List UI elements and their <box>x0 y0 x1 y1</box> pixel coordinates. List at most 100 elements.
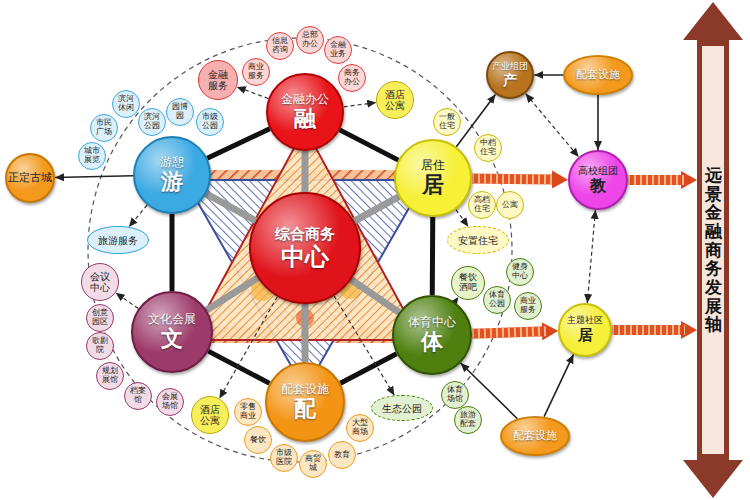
node-label: 城市展览 <box>84 147 101 165</box>
spoke-connector <box>354 197 399 221</box>
band-stripes <box>472 178 556 179</box>
spoke-line <box>207 278 258 310</box>
text-group: 城市展览 <box>84 147 101 165</box>
node-label: 安置住宅 <box>458 235 498 246</box>
node-label: 商业服务 <box>520 297 537 315</box>
cluster-circle: 高校组团教 <box>568 150 628 210</box>
node-label: 金融办公 <box>281 93 329 106</box>
node-sign: 中心 <box>281 244 329 270</box>
band-stripes <box>612 325 685 335</box>
spoke-line <box>351 280 399 313</box>
node-label: 商务办公 <box>344 69 361 87</box>
node-label: 歌剧院 <box>92 337 109 355</box>
facility-bubble: 健身中心 <box>506 258 534 286</box>
cluster-circle: 产业组团产 <box>486 51 535 100</box>
text-group: 游憩游 <box>160 156 184 194</box>
band-connector <box>628 180 685 181</box>
solid-connector <box>544 354 573 416</box>
node-label: 大型商场 <box>352 419 369 437</box>
facility-bubble: 总部办公 <box>296 26 324 54</box>
facility-bubble: 市级医院 <box>270 444 298 472</box>
band-stripes <box>628 175 685 185</box>
facility-bubble: 档案馆 <box>124 382 152 410</box>
facility-bubble: 滨河公园 <box>138 108 166 136</box>
text-group: 会议中心 <box>90 271 111 293</box>
band-arrow-line <box>472 331 546 333</box>
node-label: 市民广场 <box>96 119 113 137</box>
text-group: 信息咨询 <box>272 37 289 55</box>
spoke-connector <box>207 278 258 310</box>
spoke-connector <box>206 194 256 221</box>
node-label: 配套设施 <box>281 383 329 396</box>
band-connector <box>472 178 556 179</box>
text-group: 金融业务 <box>330 41 347 59</box>
dashed-arrow-line <box>116 293 139 309</box>
node-label: 高校组团 <box>578 165 618 176</box>
dashed-arrow-line <box>526 94 579 157</box>
function-circle: 居住居 <box>394 139 472 217</box>
text-group: 公寓 <box>502 201 518 210</box>
axis-panel <box>702 46 724 454</box>
text-group: 大型商场 <box>352 419 369 437</box>
node-label: 体育场馆 <box>447 386 464 404</box>
node-label: 游憩 <box>160 156 184 169</box>
text-group: 市级公园 <box>202 113 219 131</box>
text-group: 生态公园 <box>382 403 422 414</box>
facility-bubble: 滨河休闲 <box>112 90 140 118</box>
function-circle: 体育中心体 <box>392 295 472 375</box>
node-label: 文化会展 <box>148 313 196 326</box>
node-label: 配套设施 <box>576 69 620 81</box>
facility-bubble: 生态公园 <box>371 395 433 421</box>
text-group: 档案馆 <box>130 387 147 405</box>
node-label: 旅游配套 <box>460 411 477 429</box>
text-group: 园博园 <box>172 103 189 121</box>
spoke-connector <box>305 151 306 192</box>
facility-bubble: 创意园区 <box>86 304 114 332</box>
node-sign: 教 <box>590 177 606 195</box>
facility-bubble: 公寓 <box>496 191 524 219</box>
dashed-arrow-line <box>334 296 394 396</box>
facility-bubble: 商贸城 <box>299 450 327 478</box>
node-label: 产业组团 <box>492 62 528 72</box>
band-arrow-line <box>472 178 556 179</box>
node-label: 金融业务 <box>330 41 347 59</box>
text-group: 规划展馆 <box>102 367 119 385</box>
text-group: 配套设施配 <box>281 383 329 421</box>
text-group: 滨河休闲 <box>118 95 135 113</box>
band-arrow-line <box>628 175 685 185</box>
text-group: 市级医院 <box>276 449 293 467</box>
text-group: 金融办公融 <box>281 93 329 131</box>
node-label: 酒店公寓 <box>200 404 221 426</box>
text-group: 中档住宅 <box>480 139 497 157</box>
node-sign: 产 <box>503 73 517 88</box>
node-label: 零售商业 <box>240 403 257 421</box>
text-group: 市民广场 <box>96 119 113 137</box>
node-sign: 居 <box>578 327 593 344</box>
node-label: 档案馆 <box>130 387 147 405</box>
dash-connector <box>456 210 468 227</box>
text-group: 酒店公寓 <box>385 89 406 111</box>
node-label: 餐饮 <box>250 436 266 445</box>
text-group: 金融服务 <box>208 69 229 91</box>
text-group: 居住居 <box>421 159 445 197</box>
node-sign: 居 <box>422 173 444 197</box>
text-group: 酒店公寓 <box>200 404 221 426</box>
node-label: 酒店公寓 <box>385 89 406 111</box>
cluster-circle: 配套设施 <box>563 55 633 95</box>
dashed-arrow-line <box>129 205 147 227</box>
node-label: 滨河公园 <box>144 113 161 131</box>
dash-connector <box>129 205 147 227</box>
text-group: 餐饮酒吧 <box>459 273 478 293</box>
node-label: 餐饮酒吧 <box>459 273 478 293</box>
facility-bubble: 安置住宅 <box>447 226 509 254</box>
facility-bubble: 酒店公寓 <box>376 81 414 119</box>
node-label: 配套设施 <box>513 430 557 442</box>
node-label: 中档住宅 <box>480 139 497 157</box>
band-arrow-line <box>612 325 685 335</box>
solid-connector <box>55 176 133 178</box>
band-connector <box>472 331 546 333</box>
node-label: 主题社区 <box>567 316 603 326</box>
ring-connector <box>172 214 173 291</box>
facility-bubble: 信息咨询 <box>266 32 294 60</box>
facility-bubble: 城市展览 <box>78 142 106 170</box>
